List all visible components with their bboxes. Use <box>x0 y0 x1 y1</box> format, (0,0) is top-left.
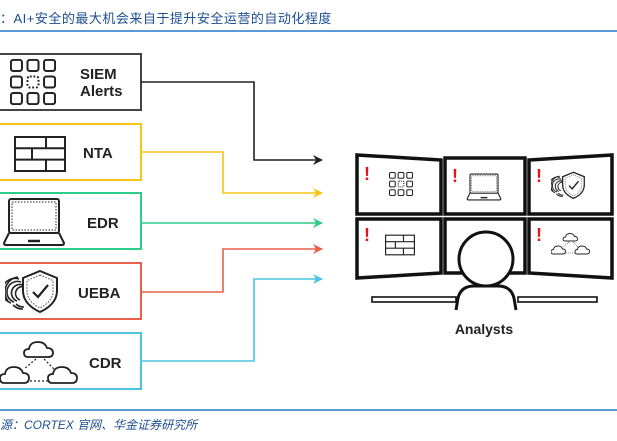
source-label-siem: SIEM <box>80 66 117 83</box>
arrow-cdr <box>141 274 323 362</box>
analyst-body-icon <box>454 284 518 311</box>
source-note: 源：CORTEX 官网、华金证券研究所 <box>0 418 198 432</box>
screen-bottom-right <box>527 217 614 280</box>
alert-icon: ! <box>536 166 542 186</box>
source-label-siem-line2: Alerts <box>80 83 123 100</box>
alert-icon: ! <box>364 164 370 184</box>
source-label-cdr: CDR <box>89 355 122 372</box>
source-box-nta: NTA <box>0 123 142 181</box>
alert-icon: ! <box>536 225 542 245</box>
analyst-workstation: ! ! ! ! ! Analysts <box>355 153 614 337</box>
title-divider <box>0 30 617 32</box>
arrow-ueba <box>141 244 323 293</box>
footer-divider <box>0 409 617 411</box>
screen-top-left <box>355 153 443 216</box>
source-box-cdr: CDR <box>0 332 142 390</box>
source-label-nta: NTA <box>83 145 113 162</box>
source-label-edr: EDR <box>87 215 119 232</box>
arrow-nta <box>141 151 323 198</box>
alert-icon: ! <box>364 225 370 245</box>
arrow-siem <box>141 81 323 165</box>
source-label-ueba: UEBA <box>78 285 121 302</box>
source-box-ueba: UEBA <box>0 262 142 320</box>
alert-icon: ! <box>452 166 458 186</box>
screen-top-center <box>443 156 527 216</box>
analysts-label: Analysts <box>455 321 514 337</box>
source-box-edr: EDR <box>0 192 142 250</box>
figure-title: ：AI+安全的最大机会来自于提升安全运营的自动化程度 <box>0 11 332 26</box>
desk-right <box>517 296 598 303</box>
desk-left <box>371 296 457 303</box>
analyst-head-icon <box>457 230 515 288</box>
source-box-siem: SIEM Alerts <box>0 53 142 111</box>
